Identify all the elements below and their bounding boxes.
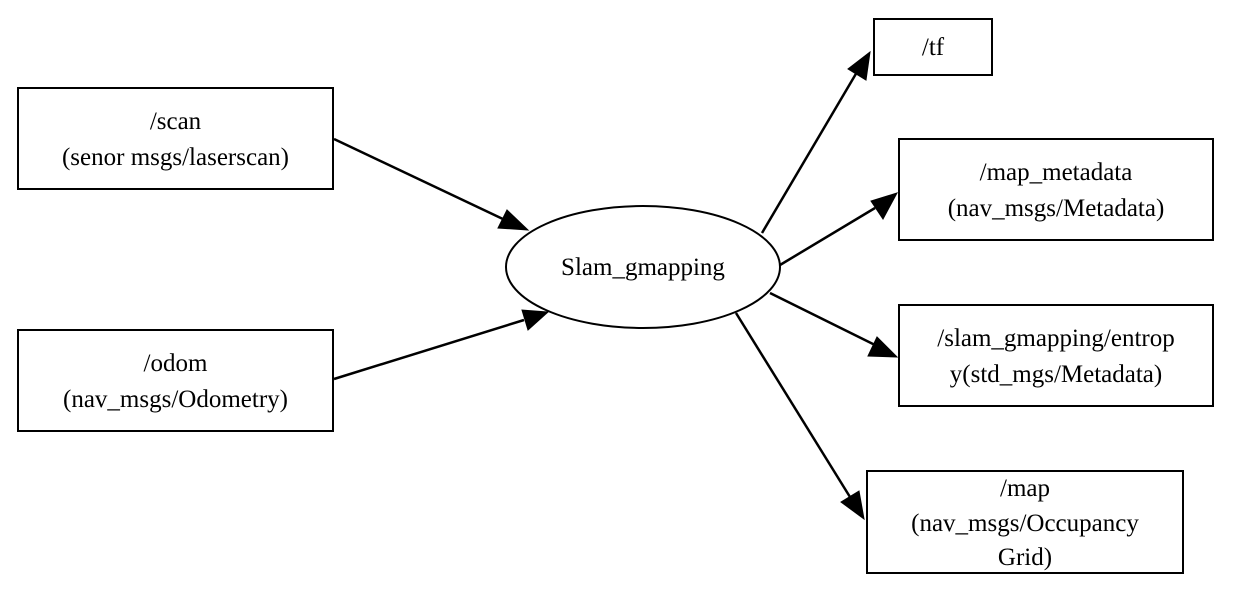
edge-odom-to-slam xyxy=(333,318,525,381)
node-scan-topic: /scan xyxy=(150,108,202,135)
node-tf-topic: /tf xyxy=(922,34,945,61)
node-entropy[interactable]: /slam_gmapping/entrop y(std_mgs/Metadata… xyxy=(898,304,1214,407)
node-map-type-line-2: Grid) xyxy=(998,544,1052,571)
edge-scan-to-slam xyxy=(333,137,506,222)
node-odom[interactable]: /odom (nav_msgs/Odometry) xyxy=(17,329,334,432)
edges xyxy=(333,50,899,521)
node-scan-type: (senor msgs/laserscan) xyxy=(62,144,289,171)
edge-slam-to-map xyxy=(734,312,852,498)
edge-slam-to-map-metadata xyxy=(779,206,876,267)
arrowhead-map xyxy=(840,490,865,521)
edge-slam-to-entropy xyxy=(769,291,876,347)
node-map-topic: /map xyxy=(1000,475,1050,502)
edge-slam-to-tf xyxy=(760,71,859,234)
node-entropy-line-1: /slam_gmapping/entrop xyxy=(937,325,1174,352)
node-slam-gmapping-label: Slam_gmapping xyxy=(561,254,725,281)
arrowhead-map-metadata xyxy=(870,192,899,220)
node-map-type-line-1: (nav_msgs/Occupancy xyxy=(911,510,1139,537)
arrowhead-tf xyxy=(847,50,871,81)
node-tf[interactable]: /tf xyxy=(873,18,993,76)
node-odom-type: (nav_msgs/Odometry) xyxy=(63,386,288,413)
node-scan[interactable]: /scan (senor msgs/laserscan) xyxy=(17,87,334,190)
node-map-metadata-topic: /map_metadata xyxy=(980,159,1133,186)
arrowhead-odom xyxy=(521,309,550,331)
node-map-metadata-type: (nav_msgs/Metadata) xyxy=(948,195,1165,222)
node-slam-gmapping[interactable]: Slam_gmapping xyxy=(505,205,781,329)
arrowhead-entropy xyxy=(867,336,899,358)
node-odom-topic: /odom xyxy=(144,350,208,377)
arrowhead-scan xyxy=(497,209,530,231)
node-map[interactable]: /map (nav_msgs/Occupancy Grid) xyxy=(866,470,1184,574)
node-map-metadata[interactable]: /map_metadata (nav_msgs/Metadata) xyxy=(898,138,1214,241)
node-entropy-line-2: y(std_mgs/Metadata) xyxy=(950,361,1162,388)
